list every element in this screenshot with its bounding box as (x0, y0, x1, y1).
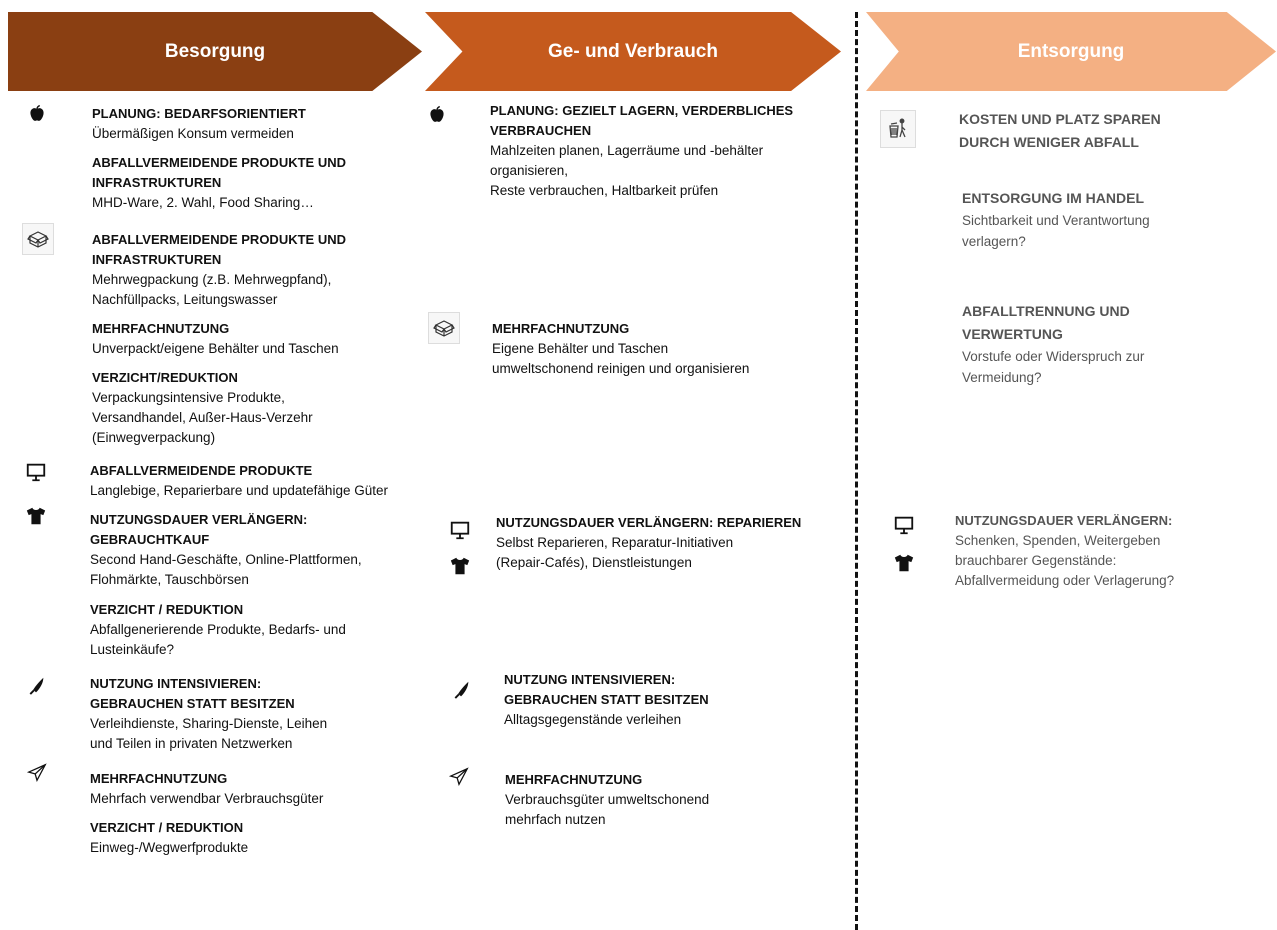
monitor-icon (447, 517, 473, 543)
col1-nutzung-intensivieren: NUTZUNG INTENSIVIEREN: GEBRAUCHEN STATT … (90, 674, 327, 754)
col2-reparieren: NUTZUNGSDAUER VERLÄNGERN: REPARIEREN Sel… (496, 513, 801, 573)
block-text: Verbrauchsgüter umweltschonend mehrfach … (505, 792, 710, 827)
col1-produkte-3: ABFALLVERMEIDENDE PRODUKTE Langlebige, R… (90, 461, 388, 501)
block-heading: ABFALLVERMEIDENDE PRODUKTE UND INFRASTRU… (92, 232, 346, 267)
col3-entsorgung-handel: ENTSORGUNG IM HANDEL Sichtbarkeit und Ve… (962, 187, 1150, 252)
col1-mehrfach-1: MEHRFACHNUTZUNG Unverpackt/eigene Behält… (92, 319, 339, 359)
trash-icon (880, 110, 916, 148)
phase-arrow-verbrauch: Ge- und Verbrauch (425, 12, 841, 91)
col3-abfalltrennung: ABFALLTRENNUNG UND VERWERTUNG Vorstufe o… (962, 300, 1144, 388)
block-heading: ABFALLVERMEIDENDE PRODUKTE UND INFRASTRU… (92, 155, 346, 190)
block-heading: ABFALLTRENNUNG UND VERWERTUNG (962, 303, 1130, 342)
apple-icon (424, 102, 450, 128)
block-heading: VERZICHT / REDUKTION (90, 602, 244, 617)
knife-icon (448, 677, 474, 703)
col1-verzicht-2: VERZICHT / REDUKTION Abfallgenerierende … (90, 600, 346, 660)
phase-label: Entsorgung (1017, 40, 1125, 62)
block-heading: NUTZUNG INTENSIVIEREN: GEBRAUCHEN STATT … (90, 676, 295, 711)
block-text: MHD-Ware, 2. Wahl, Food Sharing… (92, 195, 314, 210)
tshirt-icon (891, 550, 917, 576)
block-heading: MEHRFACHNUTZUNG (92, 321, 230, 336)
block-heading: NUTZUNG INTENSIVIEREN: GEBRAUCHEN STATT … (504, 672, 709, 707)
phase-arrow-entsorgung: Entsorgung (866, 12, 1276, 91)
col2-nutzung-intensivieren: NUTZUNG INTENSIVIEREN: GEBRAUCHEN STATT … (504, 670, 709, 730)
tshirt-icon (23, 503, 49, 529)
box-icon (22, 223, 54, 255)
block-heading: NUTZUNGSDAUER VERLÄNGERN: REPARIEREN (496, 515, 802, 530)
col1-mehrfach-2: MEHRFACHNUTZUNG Mehrfach verwendbar Verb… (90, 769, 323, 809)
block-heading: PLANUNG: GEZIELT LAGERN, VERDERBLICHES V… (490, 103, 794, 138)
block-text: Verleihdienste, Sharing-Dienste, Leihen … (90, 716, 328, 751)
block-heading: MEHRFACHNUTZUNG (492, 321, 630, 336)
col3-nutzungsdauer: NUTZUNGSDAUER VERLÄNGERN: Schenken, Spen… (955, 511, 1174, 591)
block-text: Second Hand-Geschäfte, Online-Plattforme… (90, 552, 362, 587)
paper-plane-icon (446, 764, 472, 790)
block-heading: NUTZUNGSDAUER VERLÄNGERN: GEBRAUCHTKAUF (90, 512, 308, 547)
col1-verzicht-1: VERZICHT/REDUKTION Verpackungsintensive … (92, 368, 313, 448)
col1-nutzungsdauer: NUTZUNGSDAUER VERLÄNGERN: GEBRAUCHTKAUF … (90, 510, 362, 590)
block-text: Langlebige, Reparierbare und updatefähig… (90, 483, 388, 498)
col1-planung: PLANUNG: BEDARFSORIENTIERT Übermäßigen K… (92, 104, 306, 144)
dashed-divider (855, 12, 858, 930)
block-heading: KOSTEN UND PLATZ SPAREN DURCH WENIGER AB… (959, 111, 1161, 150)
block-text: Abfallgenerierende Produkte, Bedarfs- un… (90, 622, 346, 657)
block-text: Einweg-/Wegwerfprodukte (90, 840, 249, 855)
block-heading: MEHRFACHNUTZUNG (505, 772, 643, 787)
block-text: Verpackungsintensive Produkte, Versandha… (92, 390, 313, 445)
block-heading: ENTSORGUNG IM HANDEL (962, 190, 1144, 206)
block-heading: NUTZUNGSDAUER VERLÄNGERN: (955, 513, 1173, 528)
phase-arrow-besorgung: Besorgung (8, 12, 422, 91)
phase-label: Besorgung (164, 40, 266, 62)
block-heading: VERZICHT / REDUKTION (90, 820, 244, 835)
block-text: Unverpackt/eigene Behälter und Taschen (92, 341, 339, 356)
monitor-icon (23, 459, 49, 485)
col2-planung: PLANUNG: GEZIELT LAGERN, VERDERBLICHES V… (490, 101, 793, 201)
phase-label: Ge- und Verbrauch (548, 40, 718, 62)
block-text: Alltagsgegenstände verleihen (504, 712, 682, 727)
block-text: Vorstufe oder Widerspruch zur Vermeidung… (962, 349, 1145, 385)
block-text: Sichtbarkeit und Verantwortung verlagern… (962, 213, 1150, 249)
box-icon (428, 312, 460, 344)
block-text: Schenken, Spenden, Weitergeben brauchbar… (955, 533, 1175, 588)
block-text: Mehrfach verwendbar Verbrauchsgüter (90, 791, 324, 806)
paper-plane-icon (24, 760, 50, 786)
block-text: Eigene Behälter und Taschen umweltschone… (492, 341, 750, 376)
block-heading: VERZICHT/REDUKTION (92, 370, 238, 385)
block-heading: ABFALLVERMEIDENDE PRODUKTE (90, 463, 313, 478)
apple-icon (24, 101, 50, 127)
block-heading: PLANUNG: BEDARFSORIENTIERT (92, 106, 306, 121)
tshirt-icon (447, 553, 473, 579)
block-text: Übermäßigen Konsum vermeiden (92, 126, 294, 141)
col2-mehrfach-2: MEHRFACHNUTZUNG Verbrauchsgüter umweltsc… (505, 770, 709, 830)
block-text: Selbst Reparieren, Reparatur-Initiativen… (496, 535, 734, 570)
knife-icon (23, 673, 49, 699)
col3-kosten: KOSTEN UND PLATZ SPAREN DURCH WENIGER AB… (959, 108, 1161, 154)
col2-mehrfach-1: MEHRFACHNUTZUNG Eigene Behälter und Tasc… (492, 319, 749, 379)
col1-produkte-2: ABFALLVERMEIDENDE PRODUKTE UND INFRASTRU… (92, 230, 346, 310)
monitor-icon (891, 512, 917, 538)
col1-verzicht-3: VERZICHT / REDUKTION Einweg-/Wegwerfprod… (90, 818, 248, 858)
block-text: Mehrwegpackung (z.B. Mehrwegpfand), Nach… (92, 272, 332, 307)
block-text: Mahlzeiten planen, Lagerräume und -behäl… (490, 143, 764, 198)
block-heading: MEHRFACHNUTZUNG (90, 771, 228, 786)
col1-produkte-1: ABFALLVERMEIDENDE PRODUKTE UND INFRASTRU… (92, 153, 346, 213)
